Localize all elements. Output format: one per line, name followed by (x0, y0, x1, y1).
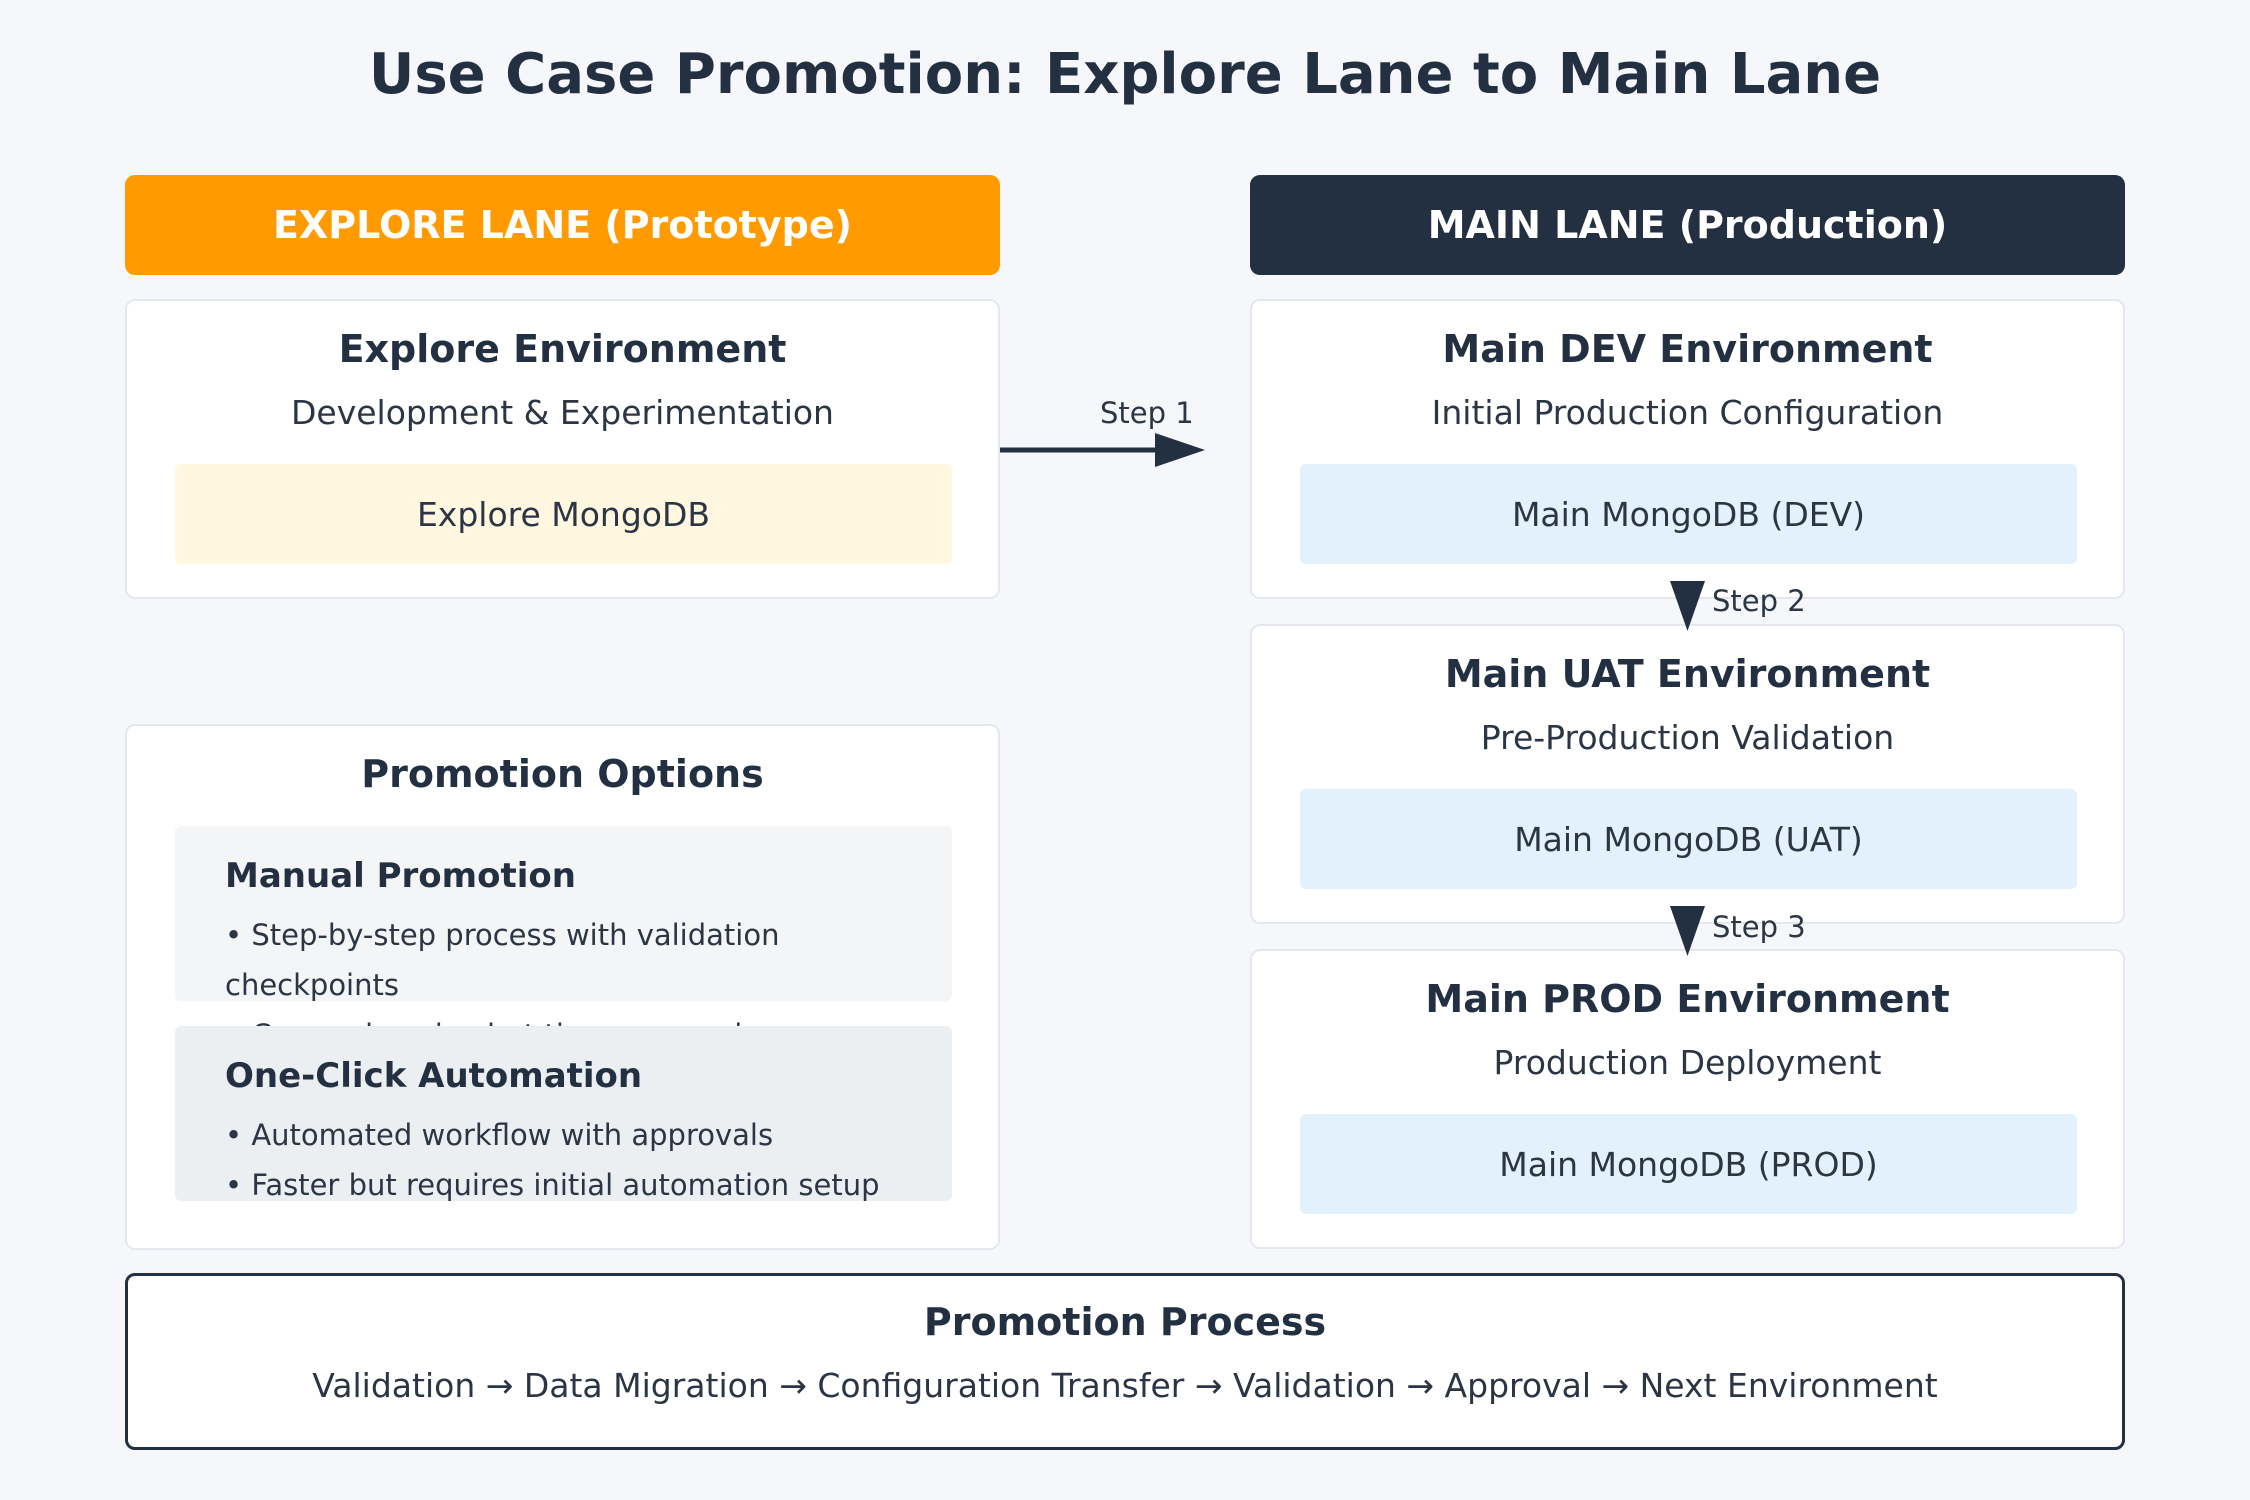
main-uat-environment-title: Main UAT Environment (1444, 652, 1931, 696)
one-click-automation-option: One-Click Automation • Automated workflo… (175, 1026, 952, 1202)
explore-environment-title: Explore Environment (338, 327, 787, 371)
main-uat-environment-subtitle: Pre-Production Validation (1480, 718, 1895, 757)
promotion-process-flow: Validation → Data Migration → Configurat… (312, 1366, 1938, 1405)
page-title: Use Case Promotion: Explore Lane to Main… (368, 42, 1882, 107)
explore-environment-subtitle: Development & Experimentation (291, 393, 834, 432)
manual-promotion-option: Manual Promotion • Step-by-step process … (175, 826, 952, 1052)
one-click-automation-bullet: • Automated workflow with approvals (225, 1118, 774, 1152)
main-uat-environment-card: Main UAT Environment Pre-Production Vali… (1250, 624, 2125, 924)
main-prod-environment-title: Main PROD Environment (1425, 977, 1950, 1021)
promotion-options-card: Promotion Options Manual Promotion • Ste… (125, 724, 1000, 1250)
main-dev-environment-subtitle: Initial Production Configuration (1431, 393, 1944, 432)
main-prod-environment-card: Main PROD Environment Production Deploym… (1250, 949, 2125, 1249)
explore-lane-header: EXPLORE LANE (Prototype) (125, 175, 1000, 275)
main-prod-database: Main MongoDB (PROD) (1300, 1114, 2077, 1214)
main-uat-database: Main MongoDB (UAT) (1300, 789, 2077, 889)
main-lane-header: MAIN LANE (Production) (1250, 175, 2125, 275)
promotion-process-box: Promotion Process Validation → Data Migr… (125, 1273, 2125, 1450)
explore-environment-card: Explore Environment Development & Experi… (125, 299, 1000, 599)
manual-promotion-title: Manual Promotion (225, 856, 576, 896)
explore-database: Explore MongoDB (175, 464, 952, 564)
manual-promotion-bullet: • Step-by-step process with validation c… (225, 918, 780, 1002)
step2-label: Step 2 (1712, 584, 1806, 618)
promotion-process-title: Promotion Process (923, 1300, 1327, 1344)
promotion-options-title: Promotion Options (361, 752, 764, 796)
main-dev-environment-title: Main DEV Environment (1442, 327, 1933, 371)
one-click-automation-title: One-Click Automation (225, 1056, 643, 1096)
one-click-automation-bullet: • Faster but requires initial automation… (225, 1168, 880, 1202)
main-dev-database: Main MongoDB (DEV) (1300, 464, 2077, 564)
step3-label: Step 3 (1712, 910, 1806, 944)
main-prod-environment-subtitle: Production Deployment (1493, 1043, 1882, 1082)
step1-label: Step 1 (1100, 396, 1194, 430)
main-dev-environment-card: Main DEV Environment Initial Production … (1250, 299, 2125, 599)
step1-arrow-icon (1000, 433, 1205, 467)
